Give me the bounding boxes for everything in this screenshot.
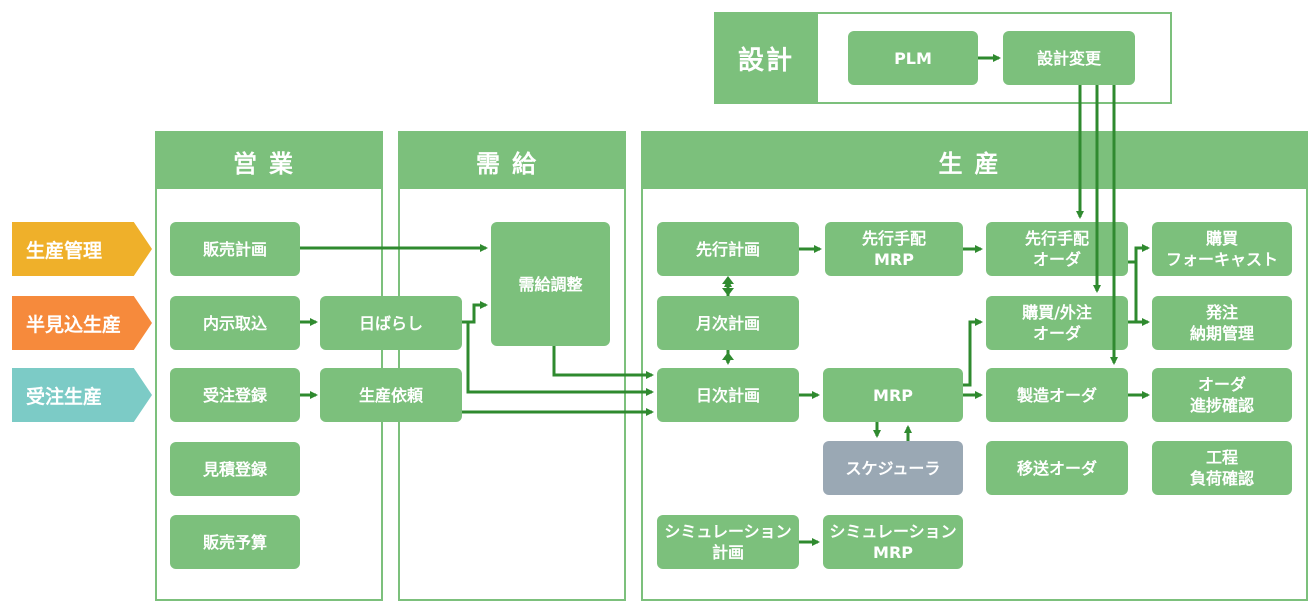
- arrowhead-monthly-down-from-advance: [722, 288, 734, 296]
- daily-split-box: 日ばらし: [320, 296, 462, 350]
- category-seisan-kanri: 生産管理: [12, 222, 152, 276]
- arrow-daily-split-to-sd-adjust: [462, 301, 488, 324]
- arrowhead-monthly-up-from-daily: [722, 352, 734, 360]
- estimate-box: 見積登録: [170, 442, 300, 496]
- production-section-title: 生産: [643, 133, 1306, 189]
- purchase-forecast-box: 購買 フォーキャスト: [1152, 222, 1292, 276]
- naiji-box: 内示取込: [170, 296, 300, 350]
- arrowhead-monthly-to-advance: [722, 276, 734, 284]
- arrow-mrp-to-purchase-order: [963, 318, 983, 387]
- category-han-mikomi: 半見込生産: [12, 296, 152, 350]
- sim-mrp-box: シミュレーション MRP: [823, 515, 963, 569]
- mfg-order-box: 製造オーダ: [986, 368, 1128, 422]
- advance-mrp-box: 先行手配 MRP: [825, 222, 963, 276]
- design-section-title: 設計: [714, 12, 818, 104]
- scheduler-box: スケジューラ: [823, 441, 963, 495]
- arrow-sd-adjust-to-daily-plan: [552, 346, 654, 379]
- transfer-order-box: 移送オーダ: [986, 441, 1128, 495]
- advance-plan-box: 先行計画: [657, 222, 799, 276]
- mrp-box: MRP: [823, 368, 963, 422]
- order-delivery-box: 発注 納期管理: [1152, 296, 1292, 350]
- plm-box: PLM: [848, 31, 978, 85]
- monthly-plan-box: 月次計画: [657, 296, 799, 350]
- sales-plan-box: 販売計画: [170, 222, 300, 276]
- daily-plan-box: 日次計画: [657, 368, 799, 422]
- sd-adjust-box: 需給調整: [491, 222, 610, 346]
- advance-order-box: 先行手配 オーダ: [986, 222, 1128, 276]
- supply-demand-section-title: 需給: [400, 133, 624, 189]
- sim-plan-box: シミュレーション 計画: [657, 515, 799, 569]
- category-juchu: 受注生産: [12, 368, 152, 422]
- arrow-daily-split-to-daily-plan: [462, 320, 654, 396]
- load-check-box: 工程 負荷確認: [1152, 441, 1292, 495]
- purchase-order-box: 購買/外注 オーダ: [986, 296, 1128, 350]
- supply-demand-panel: 需給: [398, 131, 626, 601]
- production-panel: 生産: [641, 131, 1308, 601]
- prod-request-box: 生産依頼: [320, 368, 462, 422]
- progress-check-box: オーダ 進捗確認: [1152, 368, 1292, 422]
- design-change-box: 設計変更: [1003, 31, 1135, 85]
- order-entry-box: 受注登録: [170, 368, 300, 422]
- sales-budget-box: 販売予算: [170, 515, 300, 569]
- sales-section-title: 営業: [157, 133, 381, 189]
- arrow-advance-order-to-forecast: [1128, 244, 1150, 264]
